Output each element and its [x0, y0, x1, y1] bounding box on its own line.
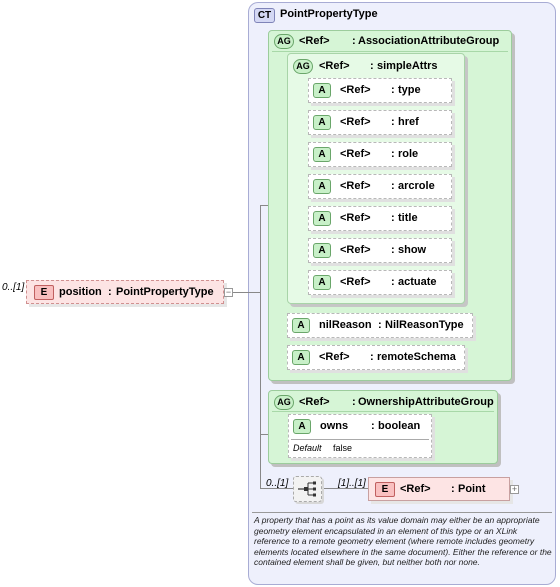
position-element[interactable]: E position : PointPropertyType: [26, 280, 224, 304]
attribute-badge: A: [293, 419, 311, 434]
element-badge: E: [34, 285, 54, 300]
connector: [260, 205, 261, 489]
attribute-sep: :: [391, 244, 395, 256]
association-group-name: AssociationAttributeGroup: [358, 35, 500, 47]
point-cardinality: [1]..[1]: [338, 478, 366, 489]
attribute-ref: <Ref>: [340, 180, 371, 192]
connector: [260, 205, 271, 206]
attribute-show[interactable]: A <Ref> : show: [308, 238, 452, 263]
sequence-compositor[interactable]: [293, 476, 322, 502]
attribute-name: show: [398, 244, 427, 256]
position-type: PointPropertyType: [116, 286, 214, 298]
attribute-ref: <Ref>: [340, 244, 371, 256]
attribute-ref: <Ref>: [319, 351, 350, 363]
attribute-badge: A: [292, 350, 310, 365]
connector: [322, 488, 368, 489]
attribute-name: role: [398, 148, 419, 160]
attribute-href[interactable]: A <Ref> : href: [308, 110, 452, 135]
association-group-sep: :: [352, 35, 356, 47]
attribute-name: type: [398, 84, 421, 96]
sequence-cardinality: 0..[1]: [266, 478, 289, 489]
attribute-name: title: [398, 212, 418, 224]
attribute-ref: <Ref>: [340, 116, 371, 128]
attribute-arcrole[interactable]: A <Ref> : arcrole: [308, 174, 452, 199]
simple-attrs-sep: :: [370, 60, 374, 72]
attribute-name: owns: [320, 420, 349, 432]
complex-type-name: PointPropertyType: [280, 8, 378, 20]
divider: [272, 411, 494, 412]
attribute-nil-reason[interactable]: A nilReason : NilReasonType: [287, 313, 473, 338]
attribute-sep: :: [391, 212, 395, 224]
association-group-ref: <Ref>: [299, 35, 330, 47]
position-sep: :: [108, 286, 112, 298]
attribute-type: NilReasonType: [385, 319, 464, 331]
attribute-badge: A: [313, 275, 331, 290]
attribute-sep: :: [371, 420, 375, 432]
attribute-ref: <Ref>: [340, 212, 371, 224]
connector: [260, 488, 293, 489]
divider: [291, 439, 429, 440]
attribute-sep: :: [391, 180, 395, 192]
attribute-title[interactable]: A <Ref> : title: [308, 206, 452, 231]
attribute-role[interactable]: A <Ref> : role: [308, 142, 452, 167]
connector: [260, 434, 271, 435]
attribute-badge: A: [313, 211, 331, 226]
simple-attrs-name: simpleAttrs: [377, 60, 438, 72]
attribute-badge: A: [313, 147, 331, 162]
attribute-name: actuate: [398, 276, 437, 288]
attribute-sep: :: [370, 351, 374, 363]
ownership-group-name: OwnershipAttributeGroup: [358, 396, 494, 408]
connector: [224, 292, 260, 293]
complex-type-badge: CT: [254, 8, 275, 23]
ownership-group-ref: <Ref>: [299, 396, 330, 408]
attribute-ref: <Ref>: [340, 276, 371, 288]
simple-attrs-ref: <Ref>: [319, 60, 350, 72]
collapse-toggle[interactable]: −: [224, 287, 233, 297]
element-badge: E: [375, 482, 395, 497]
attribute-group-badge: AG: [274, 34, 294, 49]
point-ref: <Ref>: [400, 483, 431, 495]
attribute-sep: :: [378, 319, 382, 331]
attribute-badge: A: [313, 115, 331, 130]
attribute-name: href: [398, 116, 419, 128]
default-label: Default: [293, 443, 322, 453]
attribute-type[interactable]: A <Ref> : type: [308, 78, 452, 103]
attribute-name: remoteSchema: [377, 351, 456, 363]
type-description: A property that has a point as its value…: [254, 515, 552, 567]
divider: [252, 512, 552, 513]
attribute-group-badge: AG: [274, 395, 294, 410]
attribute-group-badge: AG: [293, 59, 313, 74]
attribute-sep: :: [391, 84, 395, 96]
expand-toggle[interactable]: +: [510, 484, 519, 494]
point-name: Point: [458, 483, 486, 495]
attribute-remote-schema[interactable]: A <Ref> : remoteSchema: [287, 345, 465, 370]
attribute-ref: <Ref>: [340, 84, 371, 96]
attribute-name: nilReason: [319, 319, 372, 331]
sequence-icon: [298, 481, 316, 497]
attribute-badge: A: [313, 179, 331, 194]
point-element[interactable]: E <Ref> : Point: [368, 477, 510, 501]
ownership-group-sep: :: [352, 396, 356, 408]
attribute-sep: :: [391, 148, 395, 160]
divider: [272, 51, 508, 52]
attribute-name: arcrole: [398, 180, 435, 192]
point-sep: :: [451, 483, 455, 495]
default-value: false: [333, 443, 353, 453]
position-name: position: [59, 286, 102, 298]
attribute-badge: A: [292, 318, 310, 333]
position-cardinality: 0..[1]: [2, 282, 25, 293]
attribute-owns[interactable]: A owns : boolean Default false: [288, 414, 432, 458]
attribute-ref: <Ref>: [340, 148, 371, 160]
attribute-badge: A: [313, 83, 331, 98]
attribute-sep: :: [391, 116, 395, 128]
attribute-badge: A: [313, 243, 331, 258]
attribute-type: boolean: [378, 420, 421, 432]
attribute-sep: :: [391, 276, 395, 288]
attribute-actuate[interactable]: A <Ref> : actuate: [308, 270, 452, 295]
